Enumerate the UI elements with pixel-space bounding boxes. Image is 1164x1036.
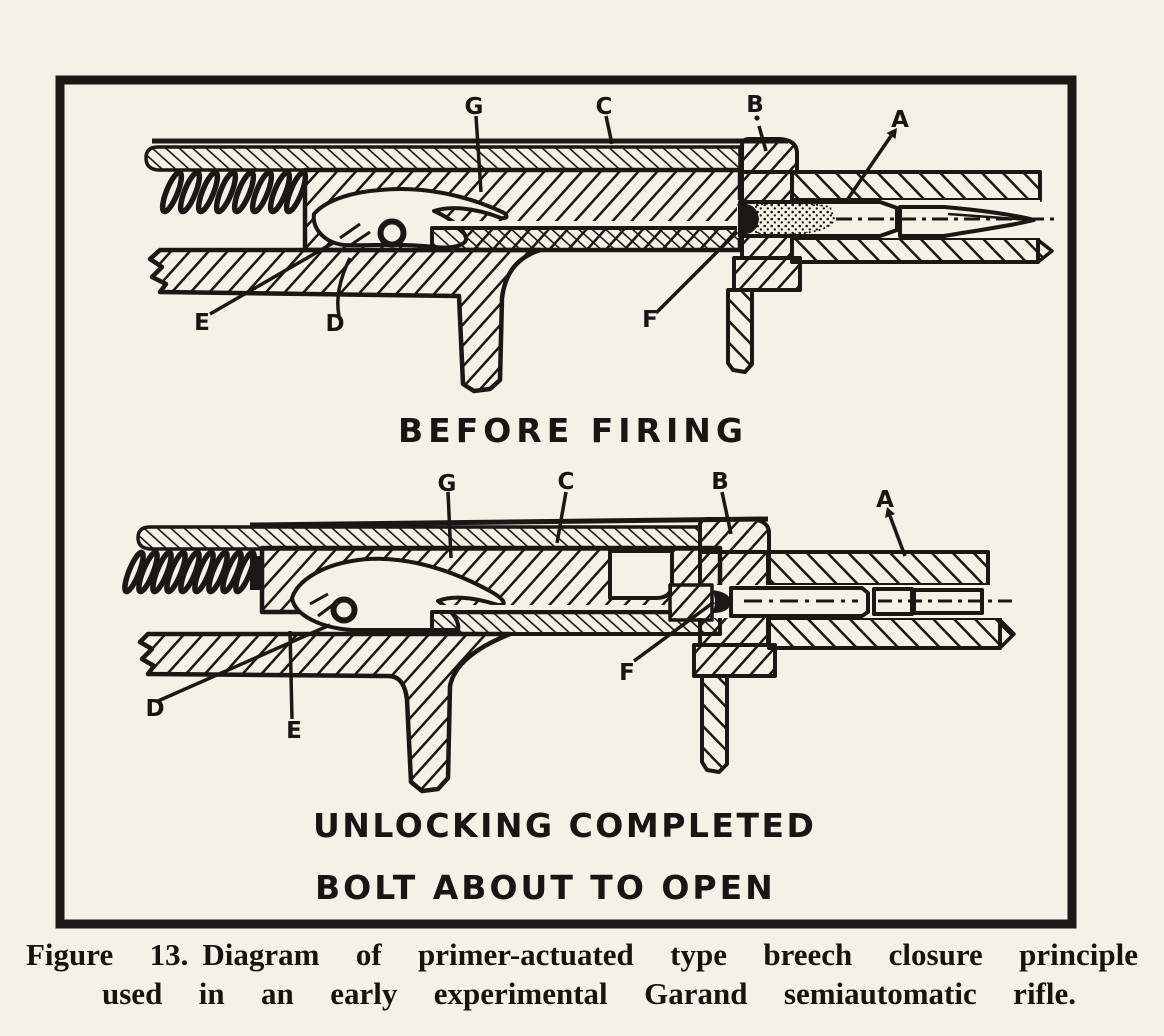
fired-case <box>729 586 870 618</box>
label-B-top: B <box>746 92 764 118</box>
receiver-2 <box>137 631 513 794</box>
barrel-bottom-band-2 <box>767 616 1002 650</box>
panel-title-before-firing: BEFORE FIRING <box>398 411 748 450</box>
label-F-bottom: F <box>619 660 635 686</box>
leader-lines-top <box>209 115 897 317</box>
figure-caption-text: Diagram of primer-actuated type breech c… <box>202 937 1139 972</box>
diagram-unlocking-completed: G C B A D E F <box>122 469 1018 794</box>
leader-A-arrowhead <box>886 128 897 139</box>
barrel-muzzle-tip <box>1036 238 1054 264</box>
barrel-collar-flange-2 <box>698 517 771 554</box>
hammer-pin-2 <box>330 596 358 624</box>
leader-E <box>209 241 334 316</box>
leader-B <box>757 125 768 152</box>
barrel-top-band <box>790 170 1042 202</box>
barrel-collar-flange <box>740 137 799 174</box>
label-A-top: A <box>891 107 909 133</box>
figure-number: Figure 13. <box>26 937 189 972</box>
figure-caption: Figure 13. Diagram of primer-actuated typ… <box>26 936 1138 1012</box>
label-A-bottom: A <box>876 487 894 513</box>
collar-leg <box>726 288 754 374</box>
primer-setback <box>712 590 731 613</box>
label-C-bottom: C <box>558 469 575 495</box>
powder-charge <box>755 202 835 236</box>
leader-A2-arrowhead <box>885 507 895 518</box>
collar-leg-2 <box>700 674 729 774</box>
leader-F <box>654 230 739 315</box>
diagram-before-firing: G C B A E D F <box>144 92 1054 394</box>
bolt-bar-gap <box>432 221 740 228</box>
leader-G2 <box>446 491 453 559</box>
recoil-spring-2 <box>122 549 257 595</box>
receiver <box>147 247 543 394</box>
leader-B2 <box>720 491 733 535</box>
leader-A2 <box>888 515 907 557</box>
op-rod-strip-2 <box>136 525 702 551</box>
label-D-top: D <box>325 311 344 337</box>
panel-title-unlocking-completed: UNLOCKING COMPLETED <box>313 806 817 845</box>
leader-D <box>336 257 352 317</box>
barrel-bottom-band <box>790 236 1040 264</box>
label-D-bottom: D <box>145 696 164 722</box>
barrel-muzzle-tip-2 <box>998 618 1016 650</box>
label-G-top: G <box>465 94 484 120</box>
recoil-spring <box>159 169 309 215</box>
leader-F2 <box>632 600 716 663</box>
figure-frame <box>55 75 1077 929</box>
label-F-top: F <box>642 307 658 333</box>
label-E-top: E <box>194 310 210 336</box>
figure-caption-line2: used in an early experimental Garand sem… <box>102 976 1076 1011</box>
bolt-face-block <box>668 583 714 622</box>
label-B-bottom: B <box>711 469 729 495</box>
leader-B-dot <box>754 115 760 121</box>
leader-C2 <box>555 491 568 544</box>
hammer-pin <box>377 218 407 248</box>
bullet-ogive-line <box>947 212 1031 222</box>
leader-D2 <box>157 623 331 703</box>
leader-A <box>843 135 893 204</box>
tube-top-line-2 <box>249 516 769 528</box>
label-G-bottom: G <box>438 471 457 497</box>
bolt-bar <box>430 226 742 252</box>
leader-lines-bottom <box>157 491 907 720</box>
hammer-jaw-detail <box>339 222 371 246</box>
label-C-top: C <box>596 94 613 120</box>
figure-caption-line1: Figure 13. Diagram of primer-actuated typ… <box>26 936 1138 973</box>
leader-E2 <box>288 630 294 720</box>
barrel-top-band-2 <box>767 550 990 587</box>
barrel-collar-lower-flange <box>732 256 802 292</box>
barrel-collar-lower-flange-2 <box>692 643 777 678</box>
op-rod-strip <box>144 145 742 172</box>
leader-C <box>604 115 614 145</box>
hammer-jaw-detail-2 <box>309 592 335 618</box>
panel-title-bolt-about-to-open: BOLT ABOUT TO OPEN <box>315 868 776 907</box>
bolt-bar-gap-2 <box>432 605 720 612</box>
label-E-bottom: E <box>286 718 302 744</box>
leader-G <box>474 115 483 193</box>
primer-contact <box>737 203 759 235</box>
cam-recess <box>608 549 674 600</box>
